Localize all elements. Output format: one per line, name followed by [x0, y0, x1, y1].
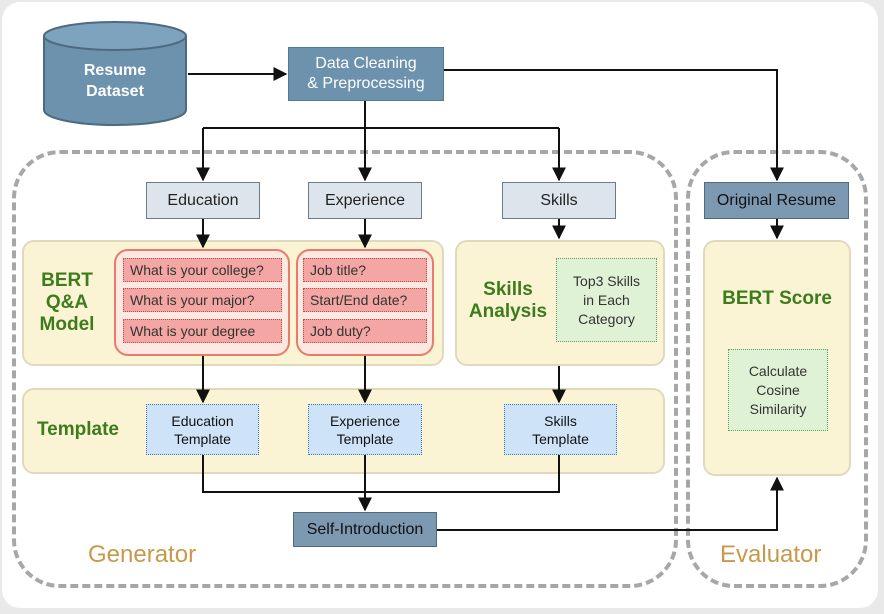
experience-template-line1: Experience — [329, 412, 401, 429]
generator-label: Generator — [88, 541, 197, 568]
data-cleaning-line2: & Preprocessing — [307, 75, 425, 92]
experience-question-2: Start/End date? — [303, 288, 427, 312]
experience-box: Experience — [308, 182, 422, 219]
education-template-line2: Template — [174, 430, 231, 447]
original-resume-box: Original Resume — [704, 182, 849, 219]
top-skills-line2: in Each — [583, 291, 630, 308]
top-skills-box: Top3 Skills in Each Category — [556, 258, 657, 342]
arrow-self-intro-to-bertscore — [437, 476, 784, 531]
top-skills-line1: Top3 Skills — [573, 272, 640, 289]
template-title: Template — [36, 419, 119, 440]
resume-dataset-line1: Resume — [83, 62, 147, 79]
bert-score-title: BERT Score — [722, 288, 832, 309]
education-template-line1: Education — [171, 412, 234, 429]
resume-dataset-label: Resume Dataset — [42, 60, 188, 102]
cosine-line3: Similarity — [749, 400, 807, 417]
skills-analysis-line2: Analysis — [468, 301, 548, 322]
education-box: Education — [146, 182, 260, 219]
skills-template-line1: Skills — [544, 412, 577, 429]
generator-region — [12, 150, 678, 588]
skills-template-line2: Template — [532, 430, 589, 447]
skills-template-box: Skills Template — [504, 404, 617, 455]
experience-question-1: Job title? — [303, 258, 427, 282]
skills-analysis-line1: Skills — [483, 279, 533, 300]
database-cylinder-icon — [43, 21, 187, 126]
bert-qa-line1: BERT — [41, 270, 93, 291]
merge-line — [202, 455, 560, 493]
education-question-2: What is your major? — [123, 288, 282, 312]
skills-box: Skills — [502, 182, 616, 219]
top-skills-line3: Category — [578, 310, 635, 327]
skills-analysis-title: Skills Analysis — [462, 279, 554, 323]
cosine-line1: Calculate — [748, 362, 808, 379]
arrow-cleaning-to-original-resume — [444, 69, 784, 182]
bert-qa-line2: Q&A — [45, 292, 89, 313]
experience-question-3: Job duty? — [303, 319, 427, 343]
data-cleaning-box: Data Cleaning & Preprocessing — [288, 47, 444, 101]
bert-qa-title: BERT Q&A Model — [26, 270, 108, 336]
education-question-3: What is your degree — [123, 319, 282, 343]
self-introduction-box: Self-Introduction — [293, 512, 437, 547]
evaluator-label: Evaluator — [720, 541, 822, 568]
experience-template-box: Experience Template — [308, 404, 422, 455]
education-question-1: What is your college? — [123, 258, 282, 282]
bert-qa-line3: Model — [39, 314, 95, 335]
experience-template-line2: Template — [336, 430, 394, 447]
data-cleaning-line1: Data Cleaning — [315, 55, 417, 72]
cosine-line2: Cosine — [756, 381, 800, 398]
education-template-box: Education Template — [146, 404, 259, 455]
resume-dataset-line2: Dataset — [86, 83, 144, 100]
cosine-similarity-box: Calculate Cosine Similarity — [728, 349, 828, 431]
